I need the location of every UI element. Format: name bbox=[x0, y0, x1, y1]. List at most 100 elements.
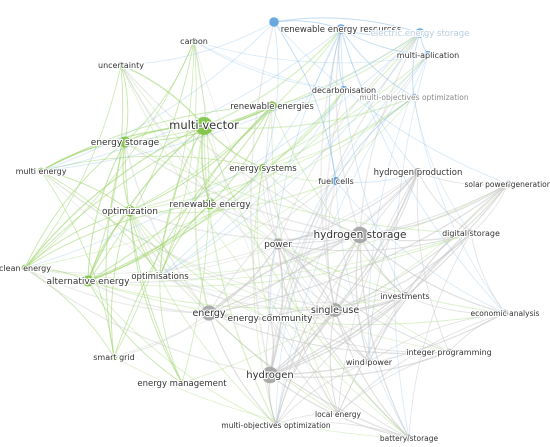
label-multi-energy: multi energy bbox=[16, 167, 67, 176]
node-optimization[interactable] bbox=[124, 205, 136, 217]
edge bbox=[404, 295, 506, 314]
node-solar-power-generation[interactable] bbox=[504, 180, 512, 188]
edge bbox=[335, 171, 419, 183]
edge bbox=[24, 267, 210, 314]
edge bbox=[277, 232, 472, 252]
node-digital-storage[interactable] bbox=[467, 229, 475, 237]
node-multi-vector[interactable] bbox=[195, 117, 213, 135]
edge bbox=[413, 96, 472, 234]
edge bbox=[413, 96, 506, 314]
node-multi-application[interactable] bbox=[423, 50, 433, 60]
edge bbox=[417, 171, 509, 186]
node-integer-programming[interactable] bbox=[445, 348, 453, 356]
edge bbox=[277, 243, 370, 363]
edge bbox=[208, 312, 277, 426]
edge bbox=[340, 28, 421, 37]
label-multi-objectives-optimization-blue: multi-objectives optimization bbox=[359, 93, 468, 102]
edge bbox=[368, 183, 509, 363]
edge bbox=[262, 167, 361, 236]
node-optimisations[interactable] bbox=[156, 272, 164, 280]
edge bbox=[129, 210, 277, 426]
edge bbox=[277, 243, 406, 297]
node-power[interactable] bbox=[272, 238, 284, 250]
node-energy-management[interactable] bbox=[178, 379, 186, 387]
edge bbox=[277, 32, 421, 245]
node-energy[interactable] bbox=[201, 305, 217, 321]
edge bbox=[273, 21, 337, 182]
edge bbox=[129, 210, 271, 319]
node-smart-grid[interactable] bbox=[110, 353, 118, 361]
label-optimisations: optimisations bbox=[131, 272, 189, 282]
node-hydrogen-production[interactable] bbox=[413, 167, 423, 177]
label-solar-power-generation: solar power generation bbox=[465, 180, 550, 189]
node-alternative-energy[interactable] bbox=[82, 275, 94, 287]
edge bbox=[40, 170, 450, 353]
edge bbox=[120, 64, 205, 127]
node-hydrogen[interactable] bbox=[261, 366, 279, 384]
node-decarbonisation[interactable] bbox=[339, 85, 349, 95]
edge bbox=[120, 21, 275, 66]
edge bbox=[24, 203, 211, 269]
edge bbox=[448, 312, 506, 353]
node-clean-energy[interactable] bbox=[21, 264, 29, 272]
label-investments: investments bbox=[380, 292, 429, 301]
edge bbox=[120, 64, 450, 353]
node-energy-storage[interactable] bbox=[119, 136, 131, 148]
edge bbox=[40, 170, 115, 358]
edge bbox=[208, 243, 279, 314]
edge bbox=[275, 171, 419, 426]
node-blue-unlabeled[interactable] bbox=[269, 17, 279, 27]
node-electric-energy-storage[interactable] bbox=[415, 28, 425, 38]
edge bbox=[129, 105, 273, 212]
node-multi-energy[interactable] bbox=[37, 167, 45, 175]
edge bbox=[337, 351, 450, 415]
edge bbox=[277, 171, 419, 245]
node-multi-objectives-optimization-gray[interactable] bbox=[272, 421, 280, 429]
edge bbox=[40, 105, 273, 172]
node-fuel-cells[interactable] bbox=[331, 176, 341, 186]
node-renewable-energy[interactable] bbox=[204, 198, 216, 210]
edge bbox=[269, 171, 419, 376]
label-fuel-cells: fuel cells bbox=[318, 177, 354, 186]
edge bbox=[273, 17, 421, 34]
node-carbon[interactable] bbox=[191, 38, 197, 44]
node-energy-systems[interactable] bbox=[258, 163, 268, 173]
edge bbox=[208, 312, 450, 355]
node-uncertainty[interactable] bbox=[117, 61, 125, 69]
edge bbox=[24, 96, 415, 269]
label-hydrogen-production: hydrogen production bbox=[374, 168, 463, 178]
edge bbox=[269, 317, 410, 439]
node-economic-analysis[interactable] bbox=[501, 309, 509, 317]
label-uncertainty: uncertainty bbox=[98, 61, 144, 70]
edge bbox=[269, 54, 429, 376]
edge bbox=[203, 96, 415, 129]
node-renewable-energies[interactable] bbox=[267, 101, 277, 111]
label-multi-application: multi-aplication bbox=[397, 51, 459, 60]
edge bbox=[40, 170, 271, 319]
edge bbox=[269, 309, 336, 376]
node-multi-objectives-optimization-blue[interactable] bbox=[410, 93, 418, 101]
edge bbox=[355, 234, 370, 363]
label-renewable-energies: renewable energies bbox=[230, 102, 314, 112]
node-investments[interactable] bbox=[400, 291, 410, 301]
node-local-energy[interactable] bbox=[334, 410, 342, 418]
edge bbox=[262, 21, 279, 169]
edge bbox=[268, 243, 279, 319]
edge bbox=[87, 64, 124, 282]
node-energy-community[interactable] bbox=[265, 313, 275, 323]
edge bbox=[337, 183, 509, 415]
node-battery-storage[interactable] bbox=[405, 434, 413, 442]
label-electric-energy-storage: electric energy storage bbox=[371, 29, 470, 39]
edge bbox=[250, 21, 275, 376]
node-wind-power[interactable] bbox=[365, 358, 373, 366]
node-hydrogen-storage[interactable] bbox=[351, 226, 369, 244]
node-single-use[interactable] bbox=[328, 303, 342, 317]
edge bbox=[40, 32, 421, 172]
label-energy-storage: energy storage bbox=[91, 138, 160, 148]
node-layer bbox=[21, 17, 512, 442]
edge bbox=[159, 89, 345, 277]
node-renewable-energy-resources[interactable] bbox=[336, 24, 346, 34]
